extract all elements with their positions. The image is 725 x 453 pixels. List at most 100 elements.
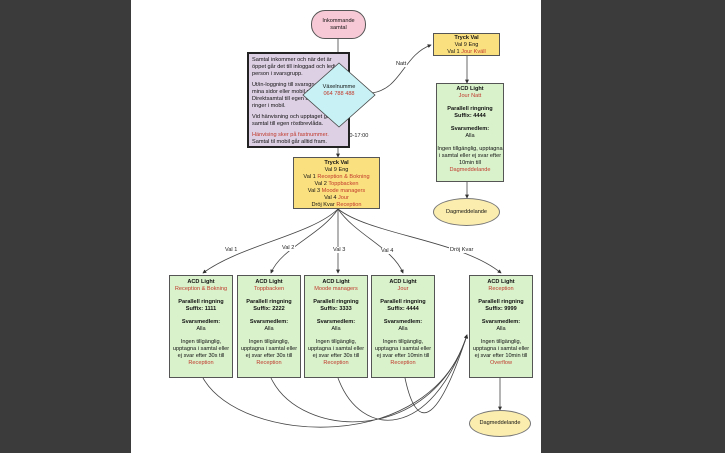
night-acd-pr: Parallell ringning — [447, 106, 493, 112]
acd-suffix: Suffix: 4444 — [387, 306, 419, 312]
start-node: Inkommande samtal — [311, 10, 366, 39]
night-end-node: Dagmeddelande — [433, 198, 500, 226]
acd-fallback: Ingen tillgänglig, upptagna i samtal ell… — [240, 339, 298, 359]
edge-drojkvar — [337, 208, 502, 274]
acd-members-label: Svarsmedlem: — [383, 319, 423, 325]
acd-suffix: Suffix: 1111 — [185, 306, 217, 312]
night-acd-fallback: Ingen tillgänglig, upptagna i samtal ell… — [437, 146, 503, 166]
night-acd-fallback-red: Dagmeddelande — [449, 167, 491, 173]
acd-title: ACD Light — [322, 279, 350, 285]
night-acd-suffix: Suffix: 4444 — [454, 113, 486, 119]
switchboard-number: 064 788 488 — [323, 91, 355, 97]
diagram-canvas: Natt Öppet Mån-Fre 09:00-17:00 Val 1 Val… — [131, 0, 541, 453]
edge-fb2 — [270, 334, 468, 423]
night-ivr-l1: Val 9 Eng — [454, 42, 479, 48]
day-ivr-l5p: Val 4 — [324, 195, 337, 201]
night-acd-sub: Jour Natt — [458, 93, 482, 99]
acd-members-label: Svarsmedlem: — [181, 319, 221, 325]
start-line2: samtal — [330, 25, 347, 31]
acd-fallback: Ingen tillgänglig, upptagna i samtal ell… — [472, 339, 530, 359]
night-ivr-title: Tryck Val — [454, 35, 479, 41]
night-ivr-l2-red: Jour Kväll — [461, 49, 486, 55]
edge-val4 — [337, 208, 404, 274]
acd-members-label: Svarsmedlem: — [316, 319, 356, 325]
acd-pr: Parallell ringning — [313, 299, 359, 305]
switchboard-label: Växelnumme — [322, 84, 356, 90]
night-acd-title: ACD Light — [456, 86, 484, 92]
acd-fallback-red: Overflow — [489, 360, 513, 366]
acd-fallback-red: Reception — [188, 360, 214, 366]
branch-label-val4: Val 4 — [380, 248, 395, 254]
edge-fb3 — [337, 334, 468, 421]
note-p2: Ut/in-loggning till svarsgrupp sker via … — [252, 82, 344, 109]
day-ivr-l1: Val 9 Eng — [324, 167, 349, 173]
acd-pr: Parallell ringning — [380, 299, 426, 305]
acd-sub: Reception & Bokning — [174, 286, 228, 292]
acd-members: Alla — [496, 326, 506, 332]
connector-lines — [202, 38, 502, 428]
acd-sub: Jour — [397, 286, 409, 292]
acd-members-label: Svarsmedlem: — [249, 319, 289, 325]
edge-fb1 — [202, 334, 468, 428]
branch-label-val3: Val 3 — [332, 247, 347, 253]
acd-fallback-red: Reception — [256, 360, 282, 366]
day-ivr-box: Tryck Val Val 9 Eng Val 1 Reception & Bo… — [293, 157, 380, 209]
acd-fallback-red: Reception — [390, 360, 416, 366]
acd-pr: Parallell ringning — [478, 299, 524, 305]
edge-fb4 — [404, 334, 468, 414]
acd-title: ACD Light — [487, 279, 515, 285]
acd-sub: Reception — [488, 286, 514, 292]
branch-label-drojkvar: Dröj Kvar — [449, 247, 475, 253]
day-ivr-l6p: Dröj Kvar — [311, 202, 335, 208]
acd-members: Alla — [264, 326, 274, 332]
day-ivr-l3p: Val 2 — [314, 181, 327, 187]
note-p4: Hänvising sker på fastnummer. — [252, 132, 329, 138]
night-ivr-l2-prefix: Val 1 — [447, 49, 460, 55]
acd-fallback: Ingen tillgänglig, upptagna i samtal ell… — [172, 339, 230, 359]
acd-suffix: Suffix: 2222 — [253, 306, 285, 312]
day-ivr-l5r: Jour — [338, 195, 349, 201]
edge-val1 — [202, 208, 339, 274]
acd-pr: Parallell ringning — [178, 299, 224, 305]
acd-fallback: Ingen tillgänglig, upptagna i samtal ell… — [374, 339, 432, 359]
day-ivr-l2p: Val 1 — [303, 174, 316, 180]
day-end-node: Dagmeddelande — [469, 410, 531, 437]
switchboard-text: Växelnumme 064 788 488 — [312, 84, 366, 98]
day-ivr-title: Tryck Val — [324, 160, 349, 166]
night-acd-box: ACD Light Jour Natt Parallell ringning S… — [436, 83, 504, 182]
acd-members: Alla — [196, 326, 206, 332]
night-label: Natt — [395, 61, 408, 67]
acd-members: Alla — [331, 326, 341, 332]
night-acd-members: Alla — [465, 133, 475, 139]
day-ivr-l6r: Reception — [336, 202, 362, 208]
acd-title: ACD Light — [255, 279, 283, 285]
acd-suffix: Suffix: 3333 — [320, 306, 352, 312]
acd-sub: Moode managers — [314, 286, 358, 292]
acd-members: Alla — [398, 326, 408, 332]
edge-val2 — [270, 208, 339, 274]
acd-members-label: Svarsmedlem: — [481, 319, 521, 325]
night-ivr-box: Tryck Val Val 9 Eng Val 1 Jour Kväll — [433, 33, 500, 56]
acd-fallback: Ingen tillgänglig, upptagna i samtal ell… — [307, 339, 365, 359]
edge-switch-night — [370, 44, 432, 94]
start-line1: Inkommande — [322, 18, 355, 24]
day-ivr-l3r: Toppbacken — [328, 181, 359, 187]
note-p1: Samtal inkommer och när det är öppet går… — [252, 57, 339, 77]
note-p3: Vid hänvisning och upptaget går samtal t… — [252, 114, 332, 127]
night-acd-members-label: Svarsmedlem: — [450, 126, 490, 132]
acd-pr: Parallell ringning — [246, 299, 292, 305]
acd-suffix: Suffix: 9999 — [485, 306, 517, 312]
acd-title: ACD Light — [187, 279, 215, 285]
acd-fallback-red: Reception — [323, 360, 349, 366]
note-p5: Samtal til mobil går alltid fram. — [252, 139, 327, 145]
branch-label-val2: Val 2 — [281, 245, 296, 251]
branch-label-val1: Val 1 — [224, 247, 239, 253]
acd-title: ACD Light — [389, 279, 417, 285]
day-ivr-l2r: Reception & Bokning — [317, 174, 370, 180]
day-ivr-l4r: Moode managers — [321, 188, 366, 194]
